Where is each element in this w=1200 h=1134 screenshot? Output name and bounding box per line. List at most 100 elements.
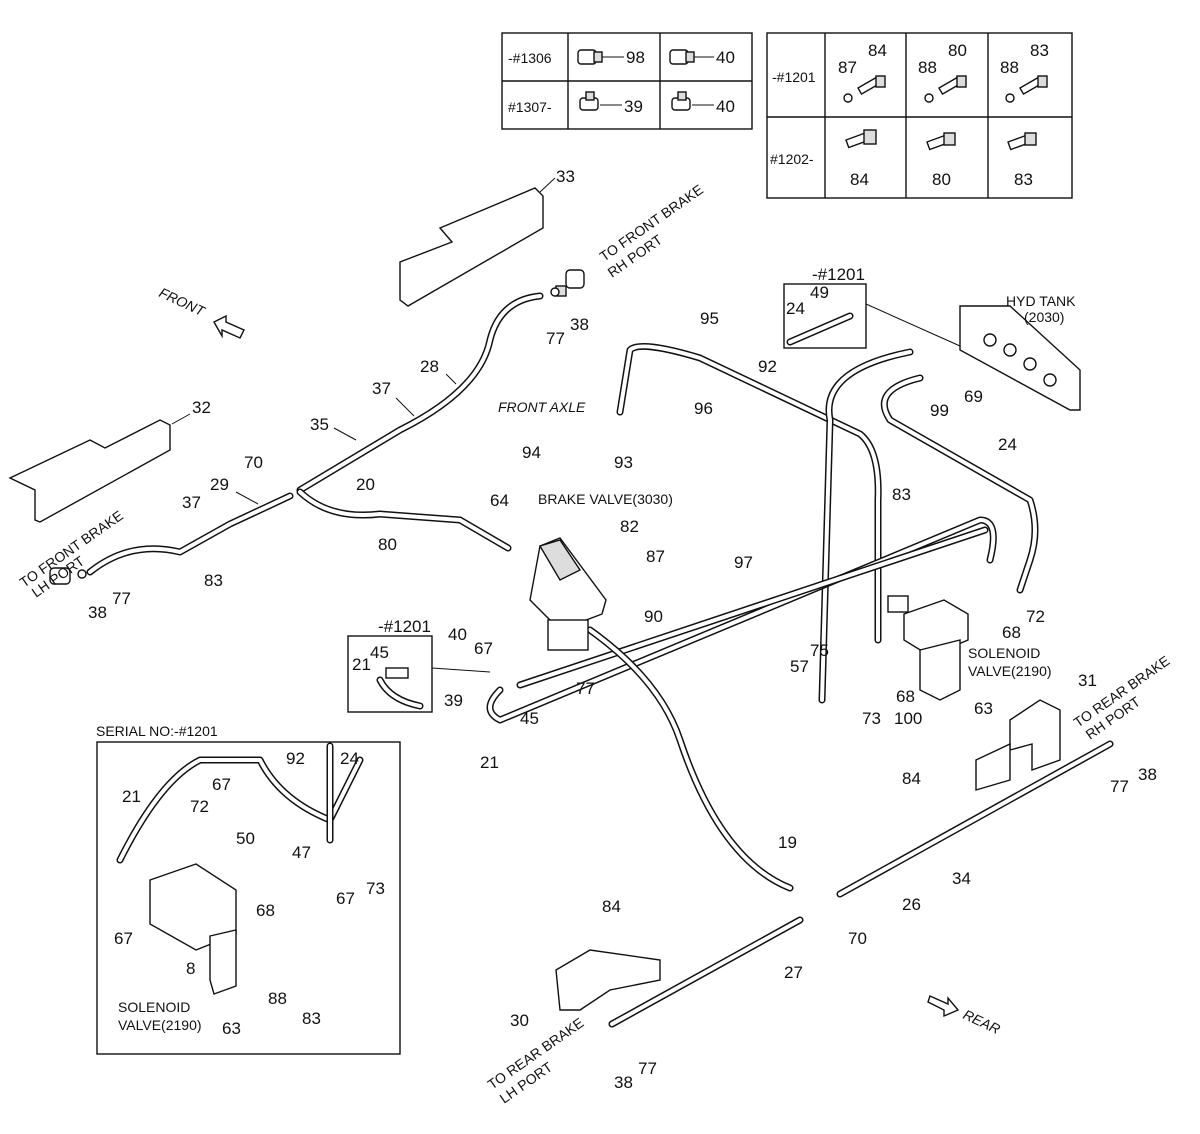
solenoid-inset-label: SOLENOID — [118, 999, 190, 1015]
callout: 77 — [1110, 777, 1129, 796]
table1-row1-serial: -#1306 — [508, 50, 552, 66]
callout: 97 — [734, 553, 753, 572]
detail-1201-label: -#1201 — [812, 265, 865, 284]
callout: 83 — [892, 485, 911, 504]
callout: 38 — [570, 315, 589, 334]
callout: 45 — [520, 709, 539, 728]
callout: 50 — [236, 829, 255, 848]
bracket-31 — [975, 699, 1061, 791]
callout: 38 — [1138, 765, 1157, 784]
callout: 68 — [896, 687, 915, 706]
front-label: FRONT — [157, 284, 209, 319]
callout: 77 — [576, 679, 595, 698]
detail-1201-left: -#1201 45 21 — [347, 617, 491, 713]
note-rear-brake-lh: TO REAR BRAKE LH PORT — [485, 1014, 587, 1106]
callout: 39 — [444, 691, 463, 710]
callout: 94 — [522, 443, 541, 462]
serial-inset-title: SERIAL NO:-#1201 — [96, 723, 218, 739]
detail-1201-top: -#1201 24 49 — [783, 265, 961, 349]
callout: 69 — [964, 387, 983, 406]
callout: 35 — [310, 415, 329, 434]
callout: 99 — [930, 401, 949, 420]
callout: 21 — [122, 787, 141, 806]
callout: 90 — [644, 607, 663, 626]
callout: 84 — [868, 41, 887, 60]
callout: 88 — [268, 989, 287, 1008]
callout: 77 — [112, 589, 131, 608]
rear-direction-arrow: REAR — [927, 995, 1003, 1037]
callout: 77 — [546, 329, 565, 348]
callout: 37 — [372, 379, 391, 398]
callout: 96 — [694, 399, 713, 418]
callout: 77 — [638, 1059, 657, 1078]
callout: 73 — [862, 709, 881, 728]
callout: 67 — [336, 889, 355, 908]
note-front-brake-lh: TO FRONT BRAKE LH PORT — [17, 507, 126, 600]
tee-fitting-icon — [579, 91, 622, 111]
callout: 38 — [88, 603, 107, 622]
callout: 57 — [790, 657, 809, 676]
callout: 40 — [716, 97, 735, 116]
callout: 68 — [1002, 623, 1021, 642]
callout: 68 — [256, 901, 275, 920]
bolt-washer-icon — [843, 75, 886, 103]
callout: 83 — [1014, 170, 1033, 189]
bolt-icon — [926, 132, 956, 151]
callout: 100 — [894, 709, 922, 728]
note-rear-brake-rh: TO REAR BRAKE RH PORT — [1071, 652, 1173, 742]
callout: 70 — [244, 453, 263, 472]
elbow-fitting-icon — [577, 49, 624, 65]
callout: 47 — [292, 843, 311, 862]
callout: 37 — [182, 493, 201, 512]
hyd-tank — [959, 305, 1081, 411]
callout: 75 — [810, 641, 829, 660]
callout: 73 — [366, 879, 385, 898]
callout: 70 — [848, 929, 867, 948]
cover-plate-33: 33 — [399, 167, 575, 307]
solenoid-inset-label-2: VALVE(2190) — [118, 1017, 202, 1033]
callout: 84 — [602, 897, 621, 916]
table2-row1-serial: -#1201 — [772, 69, 816, 85]
serial-table-fittings: -#1306 #1307- 98 40 39 40 — [501, 32, 753, 130]
rear-label: REAR — [961, 1006, 1003, 1037]
hyd-tank-label: HYD TANK — [1006, 293, 1076, 309]
cover-plate-32: 32 — [8, 398, 211, 523]
callout: 88 — [918, 58, 937, 77]
callout: 38 — [614, 1073, 633, 1092]
callout: 80 — [932, 170, 951, 189]
detail-1201-label-2: -#1201 — [378, 617, 431, 636]
front-axle-label: FRONT AXLE — [498, 399, 586, 415]
callout: 19 — [778, 833, 797, 852]
callout: 33 — [556, 167, 575, 186]
callout: 32 — [192, 398, 211, 417]
callout: 28 — [420, 357, 439, 376]
callout: 34 — [952, 869, 971, 888]
callout: 67 — [474, 639, 493, 658]
callout: 63 — [974, 699, 993, 718]
callout: 63 — [222, 1019, 241, 1038]
callout: 80 — [378, 535, 397, 554]
fitting-38-front-rh — [550, 269, 585, 297]
tee-fitting-icon — [671, 91, 714, 111]
callout: 21 — [480, 753, 499, 772]
note-front-brake-rh: TO FRONT BRAKE RH PORT — [597, 181, 706, 280]
callout: 27 — [784, 963, 803, 982]
callout: 92 — [758, 357, 777, 376]
callout: 87 — [646, 547, 665, 566]
callout: 24 — [340, 749, 359, 768]
callout: 24 — [998, 435, 1017, 454]
bolt-washer-icon — [1005, 75, 1048, 103]
bolt-washer-icon — [924, 75, 967, 103]
callout: 80 — [948, 41, 967, 60]
table2-row2-serial: #1202- — [770, 151, 814, 167]
callout: 83 — [204, 571, 223, 590]
callout: 82 — [620, 517, 639, 536]
callout: 83 — [302, 1009, 321, 1028]
callout: 92 — [286, 749, 305, 768]
callout: 64 — [490, 491, 509, 510]
fitting-38-front-lh — [49, 567, 87, 585]
callout: 67 — [212, 775, 231, 794]
hyd-tank-label-2: (2030) — [1024, 309, 1064, 325]
callout: 87 — [838, 58, 857, 77]
callout: 49 — [810, 283, 829, 302]
